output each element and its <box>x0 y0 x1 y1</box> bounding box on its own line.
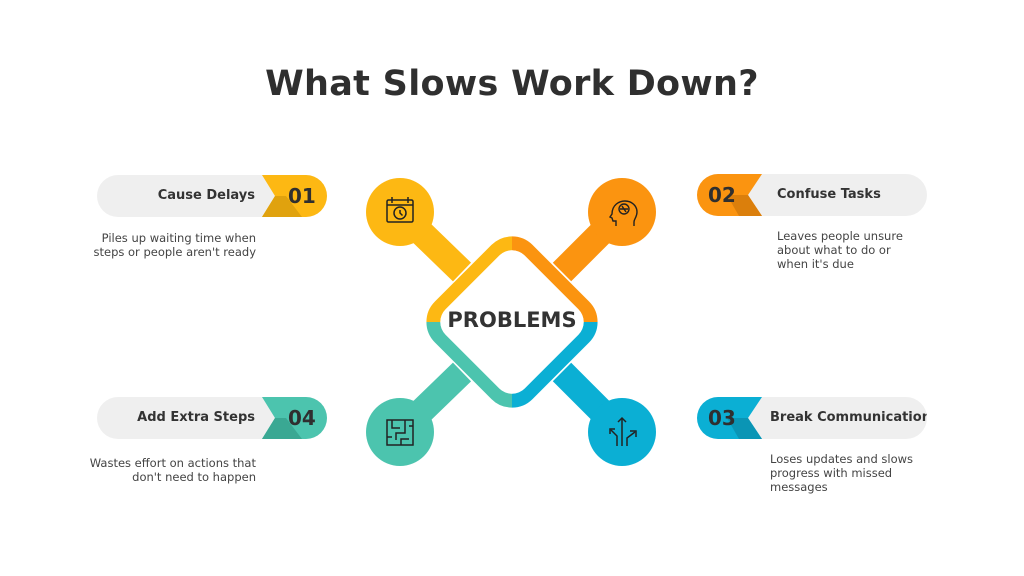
item-04-number: 04 <box>288 406 316 430</box>
quadrant-teal <box>366 322 512 466</box>
item-02-pill: 02 Confuse Tasks <box>697 174 927 216</box>
quadrant-orange <box>512 178 656 322</box>
item-04-label: Add Extra Steps <box>137 410 255 425</box>
item-04-pill: Add Extra Steps 04 <box>97 397 327 439</box>
item-02-badge <box>697 174 762 216</box>
item-02-label: Confuse Tasks <box>777 187 881 202</box>
item-03-pill: 03 Break Communication <box>697 397 927 439</box>
item-03-number: 03 <box>708 406 736 430</box>
item-03-label: Break Communication <box>770 410 927 425</box>
page-title: What Slows Work Down? <box>265 64 759 104</box>
diverging-arrows-icon <box>609 416 637 446</box>
maze-icon <box>386 419 414 446</box>
center-label: PROBLEMS <box>447 308 577 332</box>
item-01-pill: Cause Delays 01 <box>97 175 327 217</box>
item-01-badge <box>262 175 327 217</box>
head-brain-icon <box>608 200 638 226</box>
item-02-number: 02 <box>708 183 736 207</box>
item-04-description: Wastes effort on actions that don't need… <box>89 456 256 484</box>
item-01-label: Cause Delays <box>157 188 255 203</box>
item-03-badge <box>697 397 762 439</box>
item-01-description: Piles up waiting time when steps or peop… <box>93 231 257 259</box>
item-03-description: Loses updates and slows progress with mi… <box>770 452 914 494</box>
item-04-badge <box>262 397 327 439</box>
item-01-number: 01 <box>288 184 316 208</box>
item-02-description: Leaves people unsure about what to do or… <box>777 229 903 271</box>
calendar-clock-icon <box>386 197 414 223</box>
